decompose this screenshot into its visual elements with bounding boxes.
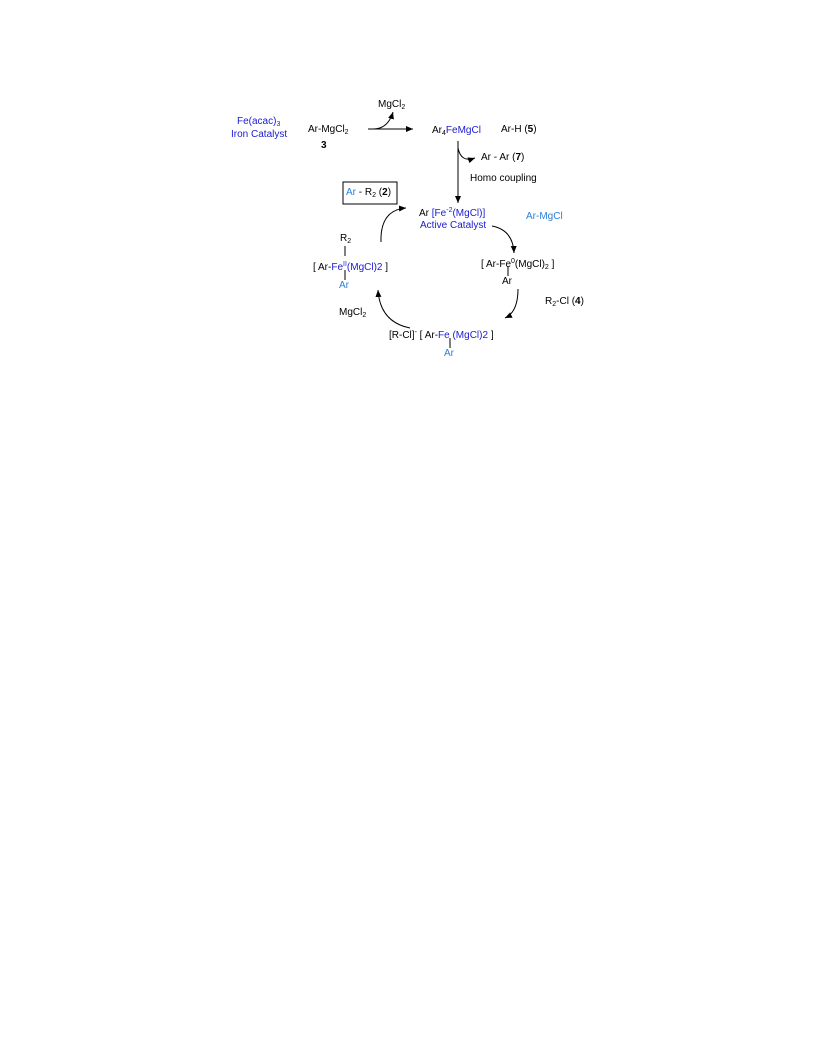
catalyst-label: Iron Catalyst <box>231 129 288 140</box>
product-box <box>342 181 398 205</box>
arene-byproduct: Ar-H (5) <box>501 124 537 135</box>
fe2-aryl: Ar <box>339 280 349 291</box>
cross-coupling-product: Ar - R2 (2) <box>346 187 392 199</box>
grignard-incoming: Ar-MgCl <box>526 211 563 222</box>
arrow-to-radical <box>504 288 519 319</box>
grignard-number: 3 <box>321 140 327 151</box>
fe2-intermediate: [ Ar-FeII(MgCl)2 ] <box>313 261 389 273</box>
precatalyst: Ar4FeMgCl <box>432 125 481 137</box>
radical-intermediate: [R-Cl]- [ Ar-Fe (MgCl)2 ] <box>389 329 494 341</box>
homocoupling-product: Ar - Ar (7) <box>481 152 525 163</box>
catalyst-formula: Fe(acac)3 <box>237 116 281 128</box>
homocoupling-label: Homo coupling <box>470 173 537 184</box>
fe2-alkyl: R2 <box>340 233 352 245</box>
fe0-intermediate: [ Ar-Fe0(MgCl)2 ] <box>481 258 555 271</box>
arrow-to-active-catalyst <box>380 205 407 243</box>
electrophile: R2-Cl (4) <box>545 296 584 308</box>
grignard-reagent: Ar-MgCl2 <box>308 124 349 136</box>
electrophile-in-arc <box>518 289 540 307</box>
mgcl2-byproduct: MgCl2 <box>378 99 406 111</box>
radical-aryl: Ar <box>444 348 454 359</box>
active-catalyst-label: Active Catalyst <box>420 220 487 231</box>
homocoupling-curved-arrow <box>457 147 476 164</box>
arrow-to-fe0 <box>491 225 517 254</box>
mgcl2-release-arrow <box>372 111 394 130</box>
mgcl2-released: MgCl2 <box>339 307 367 319</box>
active-catalyst-formula: Ar [Fe-2(MgCl)] <box>419 207 486 219</box>
fe0-aryl: Ar <box>502 276 512 287</box>
arrow-to-fe2 <box>375 289 411 329</box>
